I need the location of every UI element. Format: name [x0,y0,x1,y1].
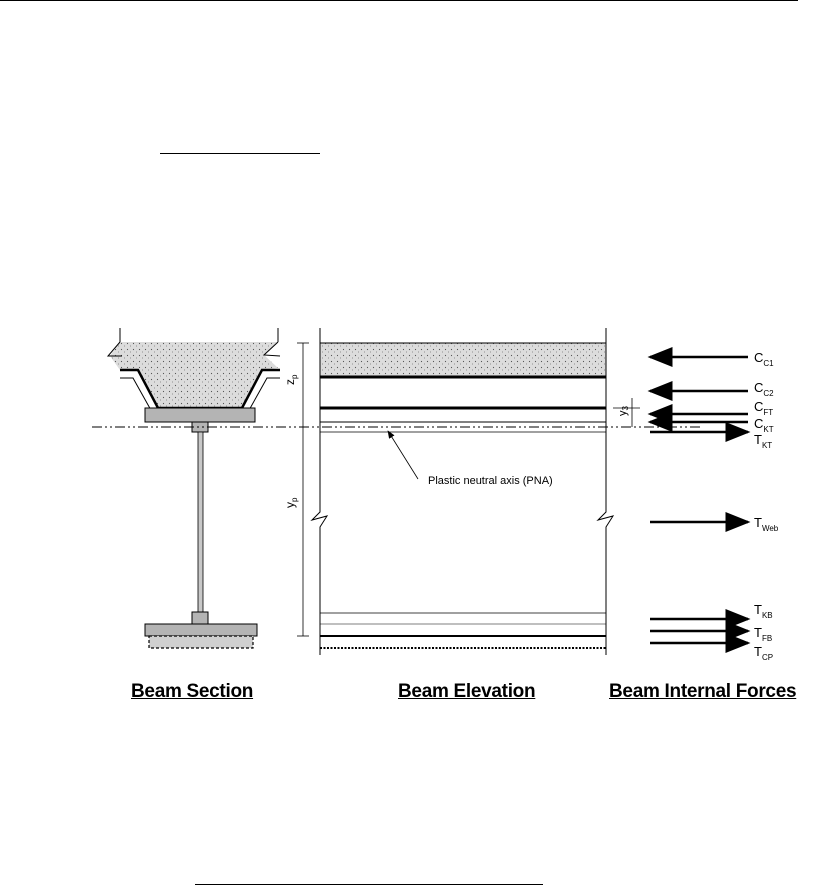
label-cft: CFT [754,399,773,417]
dimension-zp: zp [283,342,309,427]
caption-beam-section: Beam Section [131,681,254,702]
pna-label: Plastic neutral axis (PNA) [428,475,553,487]
dimension-yp: yp [283,427,309,637]
yp-label: yp [283,497,299,508]
beam-section [106,328,281,649]
force-labels: CC1 CC2 CFT CKT TKT TWeb TKB TFB TCP [754,350,779,662]
top-flange [144,407,256,423]
label-tcp: TCP [754,644,773,662]
label-ckt: CKT [754,416,774,434]
slab-break-left [106,341,122,357]
concrete-slab [110,342,278,408]
top-rule [0,0,798,1]
label-cc2: CC2 [754,380,774,398]
label-cc1: CC1 [754,350,774,368]
label-tweb: TWeb [754,515,779,533]
slab-break-right [262,341,281,357]
web [197,431,204,613]
caption-beam-elevation: Beam Elevation [398,681,536,702]
top-fillet-block [191,421,209,433]
caption-beam-internal-forces: Beam Internal Forces [609,681,797,702]
pna-leader [387,430,419,480]
bottom-fillet-block [191,611,209,625]
bottom-flange [144,623,258,637]
label-tkb: TKB [754,602,773,620]
cover-plate [148,635,254,649]
dimension-y3: y3 [613,398,640,427]
force-arrows [647,347,751,653]
zp-label: zp [283,374,299,385]
elevation-right-edge [596,328,615,655]
elevation-left-edge [310,328,329,655]
y3-label: y3 [617,406,630,417]
elevation-slab [320,343,606,376]
short-rule-lower [195,884,543,885]
beam-elevation [310,328,615,655]
label-tkt: TKT [754,432,772,450]
short-rule-upper [160,153,320,154]
label-tfb: TFB [754,625,772,643]
